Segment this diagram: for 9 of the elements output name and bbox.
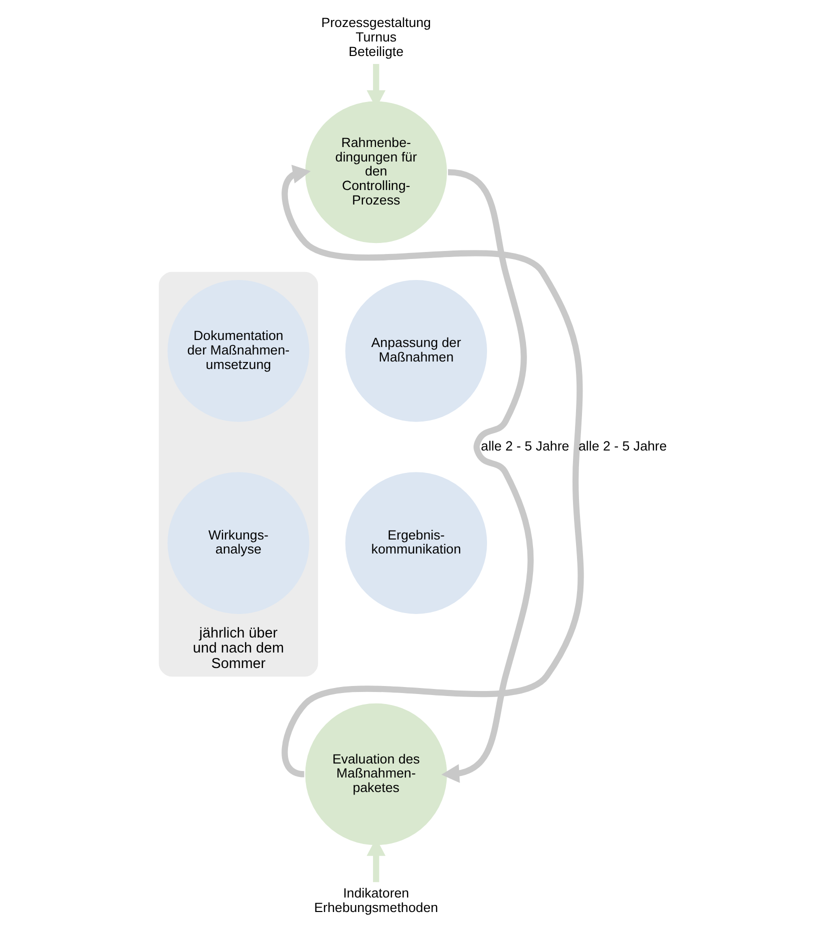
arrow [440,169,534,783]
node-text: Prozessgestaltung Turnus Beteiligte [320,15,430,59]
edge-label: alle 2 - 5 Jahre [480,438,569,454]
node-circle: Ergebnis- kommunikation [344,472,487,614]
edge-label: alle 2 - 5 Jahre [578,438,666,454]
node-circle: Evaluation des Maßnahmen- paketes [304,703,446,846]
node-circle: Rahmenbe- dingungen für den Controlling- Prozess [304,101,446,244]
node-circle: Anpassung der Maßnahmen [344,280,487,422]
node-text: Indikatoren Erhebungsmethoden [314,885,438,915]
